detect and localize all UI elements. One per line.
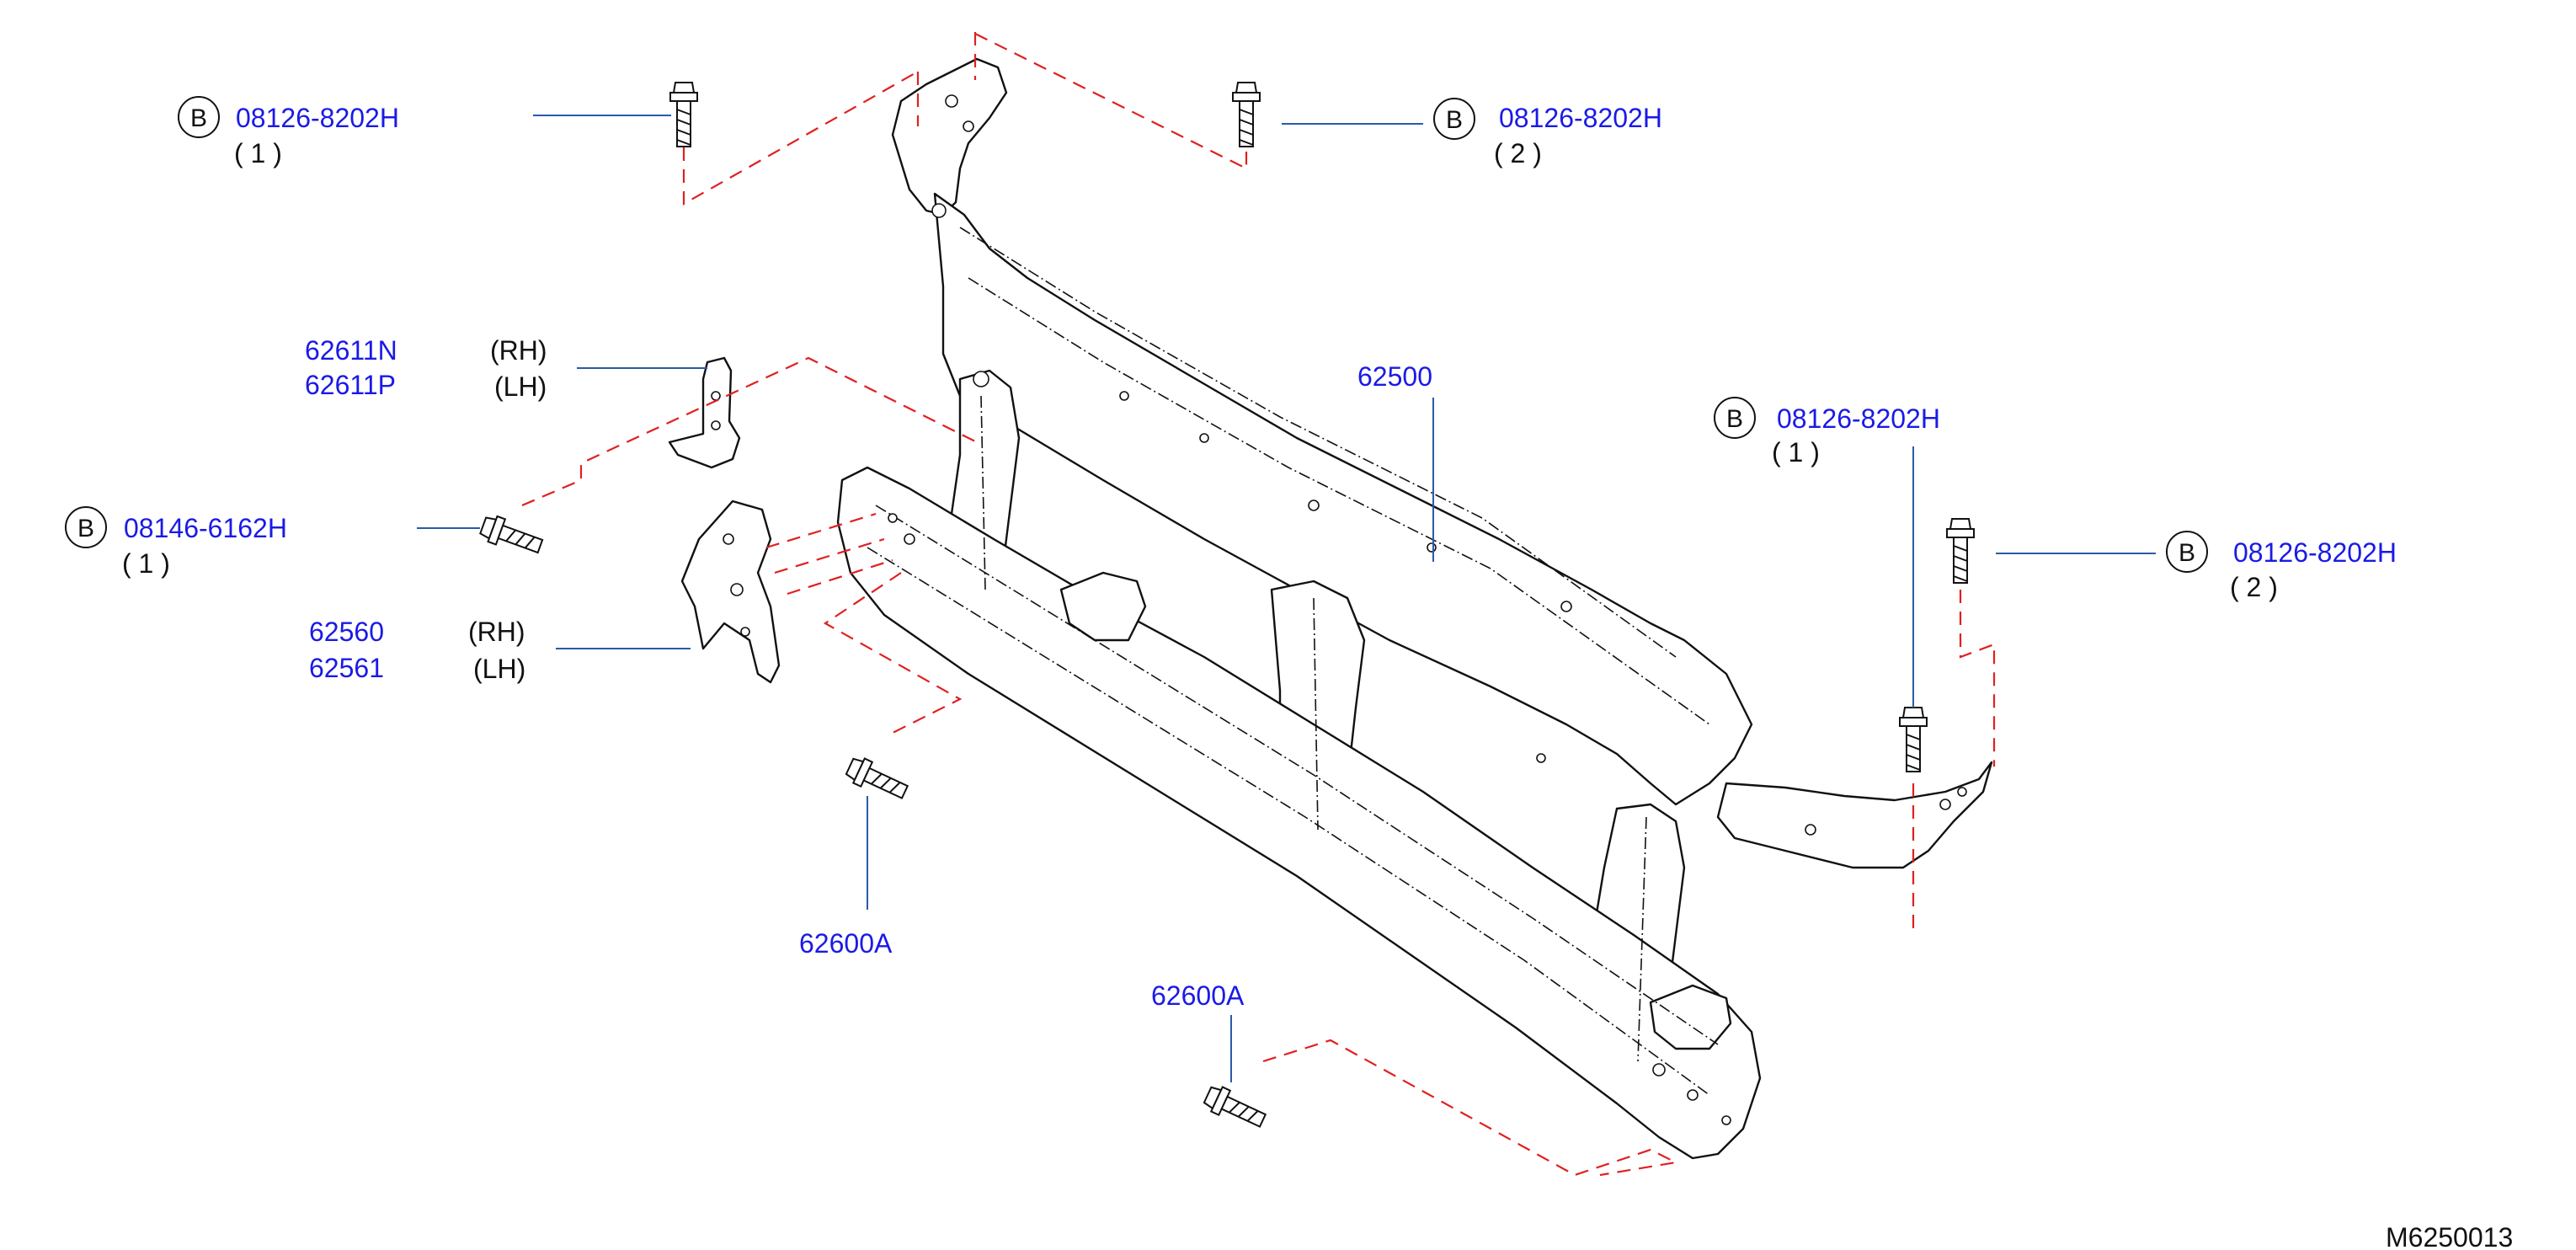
b-marker: B	[77, 515, 94, 542]
side-lh: (LH)	[473, 654, 525, 684]
radiator-core-support-drawing	[836, 57, 1993, 1160]
bolt-icon	[845, 757, 909, 799]
label-62500: 62500	[1357, 361, 1432, 392]
callout-08126-8202H-2-upper-right: B 08126-8202H ( 2 )	[1433, 98, 1662, 168]
leader-lines	[417, 115, 2156, 1082]
callout-08146-6162H-1: B 08146-6162H ( 1 )	[65, 506, 287, 579]
part-number: 08126-8202H	[1777, 403, 1940, 434]
part-number-lh: 62561	[309, 653, 384, 683]
part-number: 08126-8202H	[236, 103, 399, 133]
quantity: ( 2 )	[1494, 138, 1542, 168]
callout-08126-8202H-1-upper-left: B 08126-8202H ( 1 )	[178, 96, 399, 168]
hood-lock-bracket-drawing	[680, 499, 781, 684]
side-rh: (RH)	[468, 617, 525, 647]
label-62600A-left: 62600A	[799, 928, 893, 959]
callout-08126-8202H-1-right: B 08126-8202H ( 1 )	[1714, 397, 1940, 467]
b-marker: B	[190, 104, 207, 132]
label-62600A-right: 62600A	[1151, 980, 1245, 1011]
part-number: 08126-8202H	[1499, 103, 1662, 133]
side-lh: (LH)	[494, 371, 547, 402]
bolt-icon	[669, 82, 698, 147]
quantity: ( 1 )	[122, 548, 170, 579]
b-marker: B	[1726, 405, 1743, 433]
bolt-icon	[1203, 1086, 1267, 1128]
part-number-lh: 62611P	[305, 370, 396, 400]
callout-08126-8202H-2-right: B 08126-8202H ( 2 )	[2166, 531, 2397, 602]
bolt-icon	[1899, 707, 1928, 772]
quantity: ( 1 )	[234, 138, 282, 168]
b-marker: B	[1446, 106, 1463, 134]
part-number: 08146-6162H	[124, 513, 287, 543]
side-rh: (RH)	[490, 335, 547, 366]
b-marker: B	[2179, 539, 2195, 567]
bolt-icon	[1946, 518, 1975, 584]
label-62560: 62560 (RH) 62561 (LH)	[309, 617, 525, 684]
bolt-icon	[479, 515, 544, 554]
bolt-icon	[1232, 82, 1261, 147]
quantity: ( 2 )	[2230, 572, 2278, 602]
diagram-id: M6250013	[2386, 1222, 2513, 1250]
assembly-lines	[521, 32, 1996, 1177]
part-number-rh: 62611N	[305, 335, 397, 366]
label-62611: 62611N (RH) 62611P (LH)	[305, 335, 547, 402]
quantity: ( 1 )	[1772, 437, 1820, 467]
hood-lock-stay-bracket-drawing	[668, 356, 741, 469]
part-number-rh: 62560	[309, 617, 384, 647]
part-number: 08126-8202H	[2233, 537, 2397, 568]
